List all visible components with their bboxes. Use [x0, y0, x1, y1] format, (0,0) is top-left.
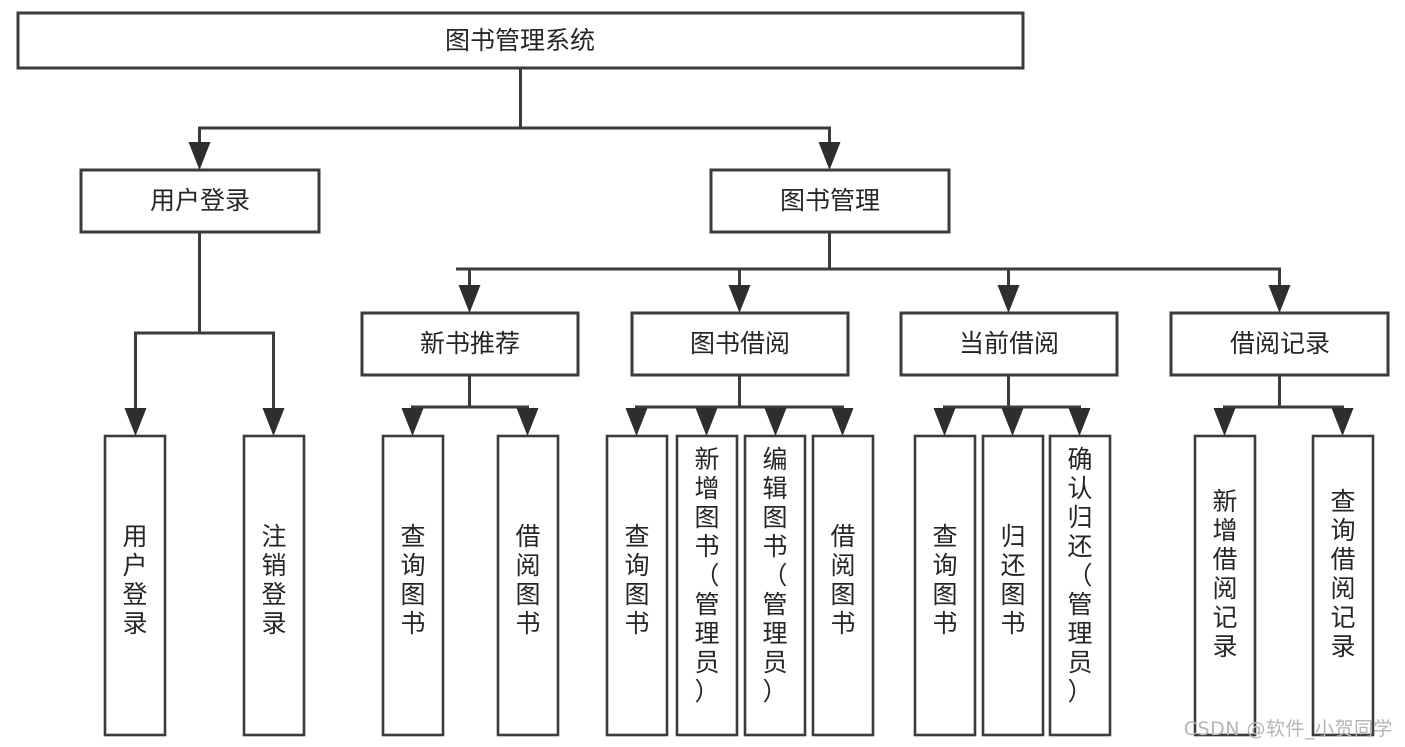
- leaf-borrow-do-book[interactable]: 借阅图书: [811, 434, 875, 737]
- arrow-icon: [124, 408, 147, 436]
- leaf-logout-label: 注销登录: [261, 522, 286, 638]
- node-borrow-record-label: 借阅记录: [1230, 329, 1330, 358]
- leaf-current-query-book-label: 查询图书: [932, 522, 957, 638]
- arrow-icon: [933, 408, 956, 436]
- leaf-user-login[interactable]: 用户登录: [103, 434, 167, 737]
- leaf-recommend-query-book[interactable]: 查询图书: [381, 434, 445, 737]
- arrow-icon: [1213, 408, 1236, 436]
- leaf-borrow-add-book-admin-box[interactable]: [675, 434, 739, 737]
- connector-root-to-level2: [188, 68, 841, 170]
- leaf-recommend-borrow-book-box[interactable]: [496, 434, 560, 737]
- leaf-borrow-add-book-admin-label: 新增图书（管理员）: [694, 445, 719, 706]
- leaf-current-return-book-label: 归还图书: [1000, 522, 1025, 638]
- leaf-current-return-book[interactable]: 归还图书: [981, 434, 1045, 737]
- connector-currentborrow-to-leaves: [933, 375, 1091, 436]
- node-root-label: 图书管理系统: [445, 26, 595, 55]
- node-current-borrow-box[interactable]: [899, 311, 1119, 377]
- arrow-icon: [1068, 408, 1091, 436]
- arrow-icon: [188, 142, 211, 170]
- leaf-record-add-box[interactable]: [1193, 434, 1257, 737]
- leaf-logout[interactable]: 注销登录: [242, 434, 306, 737]
- node-book-management[interactable]: 图书管理: [709, 168, 951, 234]
- leaf-borrow-query-book-label: 查询图书: [624, 522, 649, 638]
- arrow-icon: [1268, 285, 1291, 313]
- leaf-current-confirm-return-admin-label: 确认归还（管理员）: [1067, 445, 1092, 706]
- leaf-borrow-edit-book-admin-box[interactable]: [743, 434, 807, 737]
- arrow-icon: [262, 408, 285, 436]
- leaf-record-query-label: 查询借阅记录: [1330, 487, 1355, 661]
- node-book-borrow-box[interactable]: [630, 311, 850, 377]
- leaf-record-query-box[interactable]: [1311, 434, 1375, 737]
- leaf-recommend-query-book-label: 查询图书: [400, 522, 425, 638]
- leaf-borrow-edit-book-admin[interactable]: 编辑图书（管理员）: [743, 434, 807, 737]
- leaf-recommend-borrow-book-label: 借阅图书: [515, 522, 540, 638]
- node-root-box[interactable]: [16, 11, 1025, 70]
- node-root[interactable]: 图书管理系统: [16, 11, 1025, 70]
- node-user-login[interactable]: 用户登录: [79, 168, 321, 234]
- leaf-current-return-book-box[interactable]: [981, 434, 1045, 737]
- node-book-management-box[interactable]: [709, 168, 951, 234]
- arrow-icon: [831, 408, 854, 436]
- connector-newbookrec-to-leaves: [401, 375, 539, 436]
- leaf-record-add-label: 新增借阅记录: [1212, 487, 1237, 661]
- node-book-borrow[interactable]: 图书借阅: [630, 311, 850, 377]
- node-new-book-recommend-label: 新书推荐: [420, 329, 520, 358]
- node-borrow-record[interactable]: 借阅记录: [1169, 311, 1390, 377]
- arrow-icon: [458, 285, 481, 313]
- arrow-icon: [728, 285, 751, 313]
- leaf-record-query[interactable]: 查询借阅记录: [1311, 434, 1375, 737]
- arrow-icon: [516, 408, 539, 436]
- node-current-borrow-label: 当前借阅: [959, 329, 1059, 358]
- connector-userlogin-to-leaves: [124, 232, 285, 436]
- leaf-current-confirm-return-admin-box[interactable]: [1048, 434, 1112, 737]
- arrow-icon: [401, 408, 424, 436]
- node-user-login-label: 用户登录: [150, 186, 250, 215]
- arrow-icon: [625, 408, 648, 436]
- node-book-management-label: 图书管理: [780, 186, 880, 215]
- leaf-borrow-do-book-label: 借阅图书: [830, 522, 855, 638]
- leaf-current-query-book-box[interactable]: [913, 434, 977, 737]
- leaf-record-add[interactable]: 新增借阅记录: [1193, 434, 1257, 737]
- leaf-recommend-query-book-box[interactable]: [381, 434, 445, 737]
- arrow-icon: [1001, 408, 1024, 436]
- node-book-borrow-label: 图书借阅: [690, 329, 790, 358]
- leaf-borrow-edit-book-admin-label: 编辑图书（管理员）: [762, 445, 787, 706]
- connector-bookmgmt-to-level3: [456, 232, 1291, 313]
- leaf-logout-box[interactable]: [242, 434, 306, 737]
- arrow-icon: [818, 142, 841, 170]
- connector-borrowrecord-to-leaves: [1213, 375, 1354, 436]
- arrow-icon: [764, 408, 787, 436]
- arrow-icon: [695, 408, 718, 436]
- arrow-icon: [1331, 408, 1354, 436]
- leaf-current-confirm-return-admin[interactable]: 确认归还（管理员）: [1048, 434, 1112, 737]
- leaf-borrow-add-book-admin[interactable]: 新增图书（管理员）: [675, 434, 739, 737]
- leaf-current-query-book[interactable]: 查询图书: [913, 434, 977, 737]
- node-user-login-box[interactable]: [79, 168, 321, 234]
- arrow-icon: [997, 285, 1020, 313]
- leaf-recommend-borrow-book[interactable]: 借阅图书: [496, 434, 560, 737]
- node-new-book-recommend[interactable]: 新书推荐: [360, 311, 580, 377]
- leaf-borrow-query-book[interactable]: 查询图书: [605, 434, 669, 737]
- leaf-user-login-label: 用户登录: [122, 522, 147, 638]
- node-current-borrow[interactable]: 当前借阅: [899, 311, 1119, 377]
- node-new-book-recommend-box[interactable]: [360, 311, 580, 377]
- leaf-borrow-query-book-box[interactable]: [605, 434, 669, 737]
- leaf-borrow-do-book-box[interactable]: [811, 434, 875, 737]
- connector-bookborrow-to-leaves: [625, 375, 854, 436]
- leaf-user-login-box[interactable]: [103, 434, 167, 737]
- node-borrow-record-box[interactable]: [1169, 311, 1390, 377]
